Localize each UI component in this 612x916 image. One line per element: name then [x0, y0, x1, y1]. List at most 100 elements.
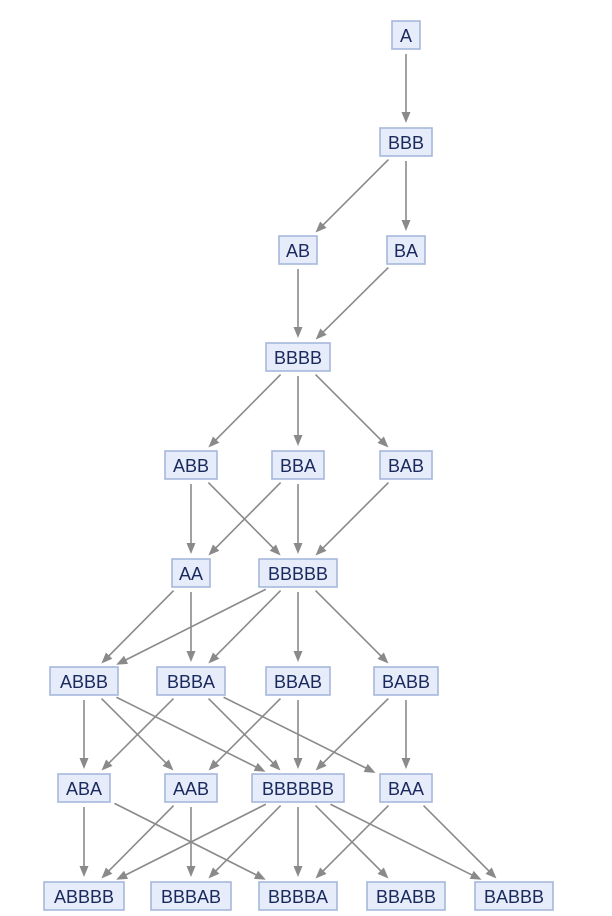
edge-BBBA-to-BBBBBB	[207, 697, 281, 771]
node-label: BBBAB	[161, 887, 221, 907]
node-box	[258, 881, 338, 911]
node-box	[43, 881, 125, 911]
node-ABBB: ABBB	[49, 666, 119, 696]
arrowhead	[293, 866, 303, 877]
arrowhead	[377, 652, 389, 664]
arrowhead	[186, 543, 196, 554]
edge-line	[214, 804, 282, 872]
node-label: A	[400, 26, 412, 46]
edge-AA-to-ABBB	[101, 589, 175, 664]
node-A: A	[391, 20, 421, 50]
edge-line	[114, 802, 258, 876]
edge-AAB-to-BBBAB	[186, 807, 196, 877]
node-label: BBA	[280, 456, 316, 476]
edge-BAB-to-BBBBB	[315, 481, 390, 556]
node-BBBA: BBBA	[156, 666, 226, 696]
edge-BBBBB-to-BABB	[314, 589, 389, 664]
edge-BBB-to-AB	[315, 158, 390, 233]
node-box	[379, 450, 433, 480]
node-label: BBABB	[376, 887, 436, 907]
node-label: BBB	[388, 133, 424, 153]
edge-line	[314, 804, 382, 872]
edge-line	[322, 158, 390, 226]
edge-line	[107, 589, 175, 657]
node-box	[156, 666, 226, 696]
arrowhead	[208, 867, 220, 879]
node-box	[171, 558, 211, 588]
node-box	[251, 773, 345, 803]
edge-BBBB-to-ABB	[208, 373, 282, 448]
edge-ABA-to-BBBBA	[114, 802, 266, 880]
edge-ABB-to-AA	[186, 484, 196, 554]
node-BBBBB: BBBBB	[258, 558, 338, 588]
arrowhead	[116, 870, 129, 880]
node-box	[373, 666, 439, 696]
edge-BBBBBB-to-BBBAB	[208, 804, 282, 879]
arrowhead	[116, 655, 129, 665]
node-ABB: ABB	[164, 450, 218, 480]
arrowhead	[208, 544, 220, 556]
edge-line	[207, 697, 274, 764]
edge-line	[116, 696, 257, 769]
edge-line	[215, 697, 282, 764]
node-box	[386, 235, 426, 265]
arrowhead	[293, 327, 303, 338]
edge-A-to-BBB	[401, 54, 411, 123]
edge-BBAB-to-AAB	[208, 697, 282, 771]
edge-BBBBBB-to-BBBBA	[293, 807, 303, 877]
node-AB: AB	[278, 235, 318, 265]
arrowhead	[401, 220, 411, 231]
node-BBAB: BBAB	[265, 666, 331, 696]
node-label: BABBB	[484, 887, 544, 907]
edge-AA-to-BBBA	[186, 592, 196, 662]
arrowhead	[485, 867, 497, 879]
edge-BAA-to-BBBBA	[315, 804, 390, 879]
edge-BBBBB-to-BBAB	[293, 592, 303, 662]
edge-BBA-to-AA	[208, 481, 282, 556]
arrowhead	[469, 870, 482, 880]
arrowhead	[269, 759, 281, 771]
node-label: BBBB	[274, 348, 322, 368]
edge-BA-to-BBBB	[315, 266, 389, 340]
node-box	[379, 127, 433, 157]
arrowhead	[377, 436, 389, 448]
node-box	[265, 666, 331, 696]
node-box	[258, 558, 338, 588]
node-BBBBBB: BBBBBB	[251, 773, 345, 803]
arrowhead	[101, 867, 113, 879]
edge-ABBB-to-ABA	[79, 700, 89, 769]
edge-ABBB-to-AAB	[100, 697, 174, 771]
nodes-layer: A BBB AB BA BBBB ABB BBA BAB AA BBBBB AB…	[43, 20, 554, 911]
edge-BBBA-to-BAA	[223, 696, 376, 773]
arrowhead	[162, 759, 174, 771]
arrowhead	[253, 870, 266, 880]
node-label: BAA	[388, 779, 424, 799]
edge-BBB-to-BA	[401, 161, 411, 231]
edge-BBA-to-BBBBB	[293, 484, 303, 554]
arrowhead	[79, 758, 89, 769]
node-label: BBBA	[167, 672, 215, 692]
edge-ABB-to-BBBBB	[207, 481, 281, 556]
node-BBB: BBB	[379, 127, 433, 157]
node-label: BA	[394, 241, 418, 261]
arrowhead	[315, 221, 327, 233]
edge-line	[100, 697, 167, 764]
node-AA: AA	[171, 558, 211, 588]
edge-line	[207, 481, 275, 549]
node-box	[391, 20, 421, 50]
edge-line	[322, 481, 390, 549]
node-BAB: BAB	[379, 450, 433, 480]
arrowhead	[377, 867, 389, 879]
node-label: ABB	[173, 456, 209, 476]
arrowhead	[401, 112, 411, 123]
edge-line	[214, 481, 282, 549]
node-box	[366, 881, 446, 911]
arrowhead	[293, 435, 303, 446]
node-ABBBB: ABBBB	[43, 881, 125, 911]
node-box	[164, 450, 218, 480]
node-BBBB: BBBB	[265, 342, 331, 372]
arrowhead	[186, 866, 196, 877]
node-box	[474, 881, 554, 911]
node-label: AAB	[173, 779, 209, 799]
node-ABA: ABA	[57, 773, 111, 803]
